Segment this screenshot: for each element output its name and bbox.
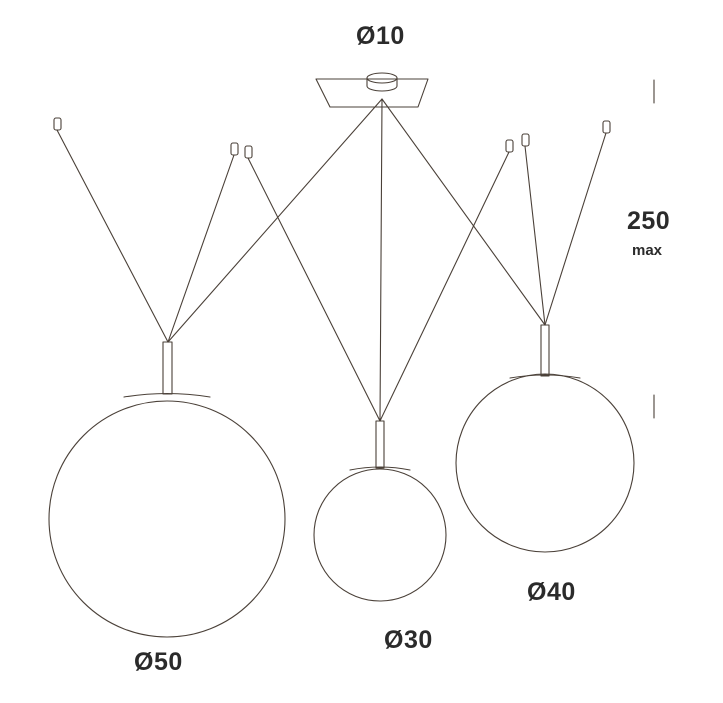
- anchor-hook: [230, 142, 239, 156]
- globe-right-diameter-label: Ø40: [527, 578, 576, 606]
- globe-large-diameter-label: Ø50: [134, 648, 183, 676]
- suspension-cables: [56, 98, 607, 422]
- anchor-hook: [505, 139, 514, 153]
- globe-stem: [540, 324, 550, 377]
- cable: [544, 132, 607, 326]
- globe-right: [455, 324, 635, 553]
- anchor-hook: [53, 117, 62, 131]
- cable: [379, 151, 510, 422]
- canopy-diameter-label: Ø10: [356, 22, 405, 50]
- globe-collar: [123, 392, 211, 398]
- cable: [381, 98, 546, 326]
- height-unit-label: max: [632, 242, 663, 259]
- globe-stem: [162, 341, 173, 395]
- anchor-hook: [602, 120, 611, 134]
- anchor-hook: [244, 145, 253, 159]
- globe-shade: [313, 468, 447, 602]
- globe-stem: [375, 420, 385, 469]
- cable: [524, 145, 546, 326]
- cable: [167, 98, 383, 343]
- cable: [247, 157, 381, 422]
- canopy-cap-top: [366, 72, 398, 84]
- globe-medium-diameter-label: Ø30: [384, 626, 433, 654]
- cable: [379, 98, 383, 422]
- canopy-plate: [315, 78, 429, 108]
- height-value-label: 250: [627, 207, 671, 235]
- cable: [167, 154, 235, 343]
- ceiling-canopy: [315, 72, 429, 108]
- globe-medium: [313, 420, 447, 602]
- anchor-hook: [521, 133, 530, 147]
- globe-collar: [509, 374, 581, 379]
- globe-collar: [349, 466, 411, 471]
- cable: [56, 129, 169, 343]
- canopy-cap-body: [366, 77, 398, 92]
- globe-large: [48, 341, 286, 638]
- globe-shade: [455, 373, 635, 553]
- ceiling-anchors: [53, 117, 611, 159]
- globe-shade: [48, 400, 286, 638]
